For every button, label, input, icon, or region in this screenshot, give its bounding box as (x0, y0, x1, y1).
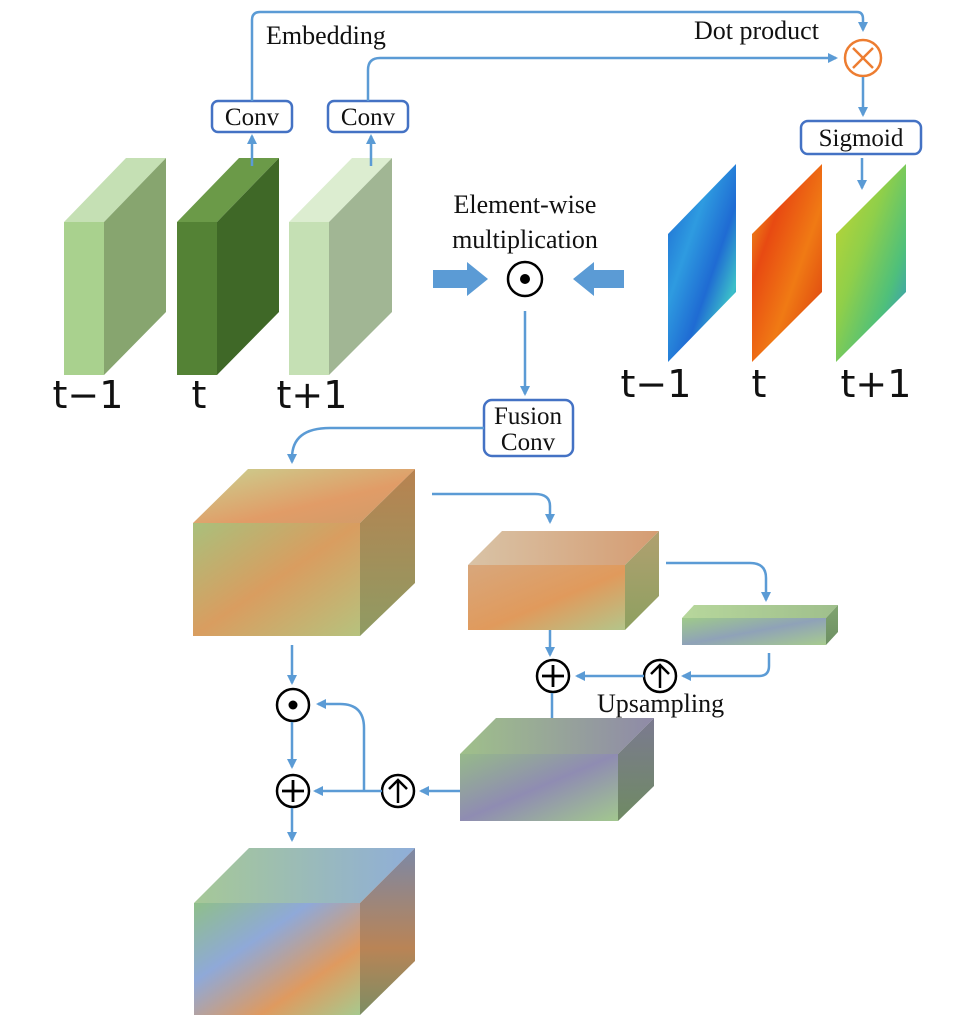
circled-up-arrow-icon (388, 778, 408, 803)
circled-plus-icon (282, 780, 304, 802)
feature-time-label: t−1 (53, 373, 124, 417)
arrow-embedding-left (250, 10, 868, 101)
fusion-conv-label-line1: Fusion (494, 403, 563, 430)
element-wise-label: Element-wise (454, 190, 597, 219)
embedding-label: Embedding (266, 21, 386, 50)
conv-box-left-label: Conv (225, 104, 280, 131)
addition-operator-left (275, 773, 311, 809)
addition-operator-right (535, 658, 571, 694)
arrow-upsample-to-multiply-left (316, 699, 366, 791)
feature-time-label: t (192, 373, 207, 417)
arrow-features-to-multiply (433, 262, 488, 296)
arrow-medium-to-small (666, 561, 771, 602)
attention-map-t-minus-1 (668, 164, 736, 362)
feature-block-output (194, 848, 415, 1015)
arrow-maps-to-multiply (573, 262, 624, 296)
circled-dot-icon (520, 274, 530, 284)
arrow-large-to-medium (432, 492, 555, 524)
sigmoid-box (799, 119, 923, 156)
map-time-label: t−1 (621, 362, 692, 406)
map-time-label: t (752, 362, 767, 406)
circled-plus-icon (542, 665, 564, 687)
element-wise-operator (506, 260, 544, 298)
feature-slab-t (177, 158, 279, 375)
conv-box-right-label: Conv (341, 104, 396, 131)
element-wise-label-line2: multiplication (452, 225, 598, 254)
feature-block-small (682, 605, 838, 645)
feature-time-label: t+1 (277, 373, 348, 417)
feature-block-merged (460, 718, 654, 821)
circled-times-icon (852, 47, 874, 69)
upsample-operator-right (642, 658, 678, 694)
circled-up-arrow-icon (650, 663, 670, 688)
element-wise-operator-left (275, 687, 311, 723)
attention-map-t (752, 164, 822, 362)
upsampling-label: Upsampling (597, 689, 724, 718)
map-time-label: t+1 (841, 362, 912, 406)
attention-map-t-plus-1 (836, 164, 906, 362)
feature-block-large (193, 469, 415, 636)
fusion-conv-label-line2: Conv (501, 429, 556, 456)
feature-block-medium (468, 531, 659, 630)
arrow-small-to-upsample (681, 653, 771, 681)
circled-dot-icon (288, 700, 298, 710)
dot-product-operator (843, 38, 883, 78)
feature-slab-t-plus-1 (289, 158, 392, 375)
arrow-fusion-to-big-block (287, 426, 484, 464)
upsample-operator-left (380, 773, 416, 809)
arrow-embedding-right (366, 53, 838, 101)
feature-slab-t-minus-1 (64, 158, 166, 375)
sigmoid-box-label: Sigmoid (819, 125, 904, 152)
dot-product-label: Dot product (694, 16, 820, 45)
